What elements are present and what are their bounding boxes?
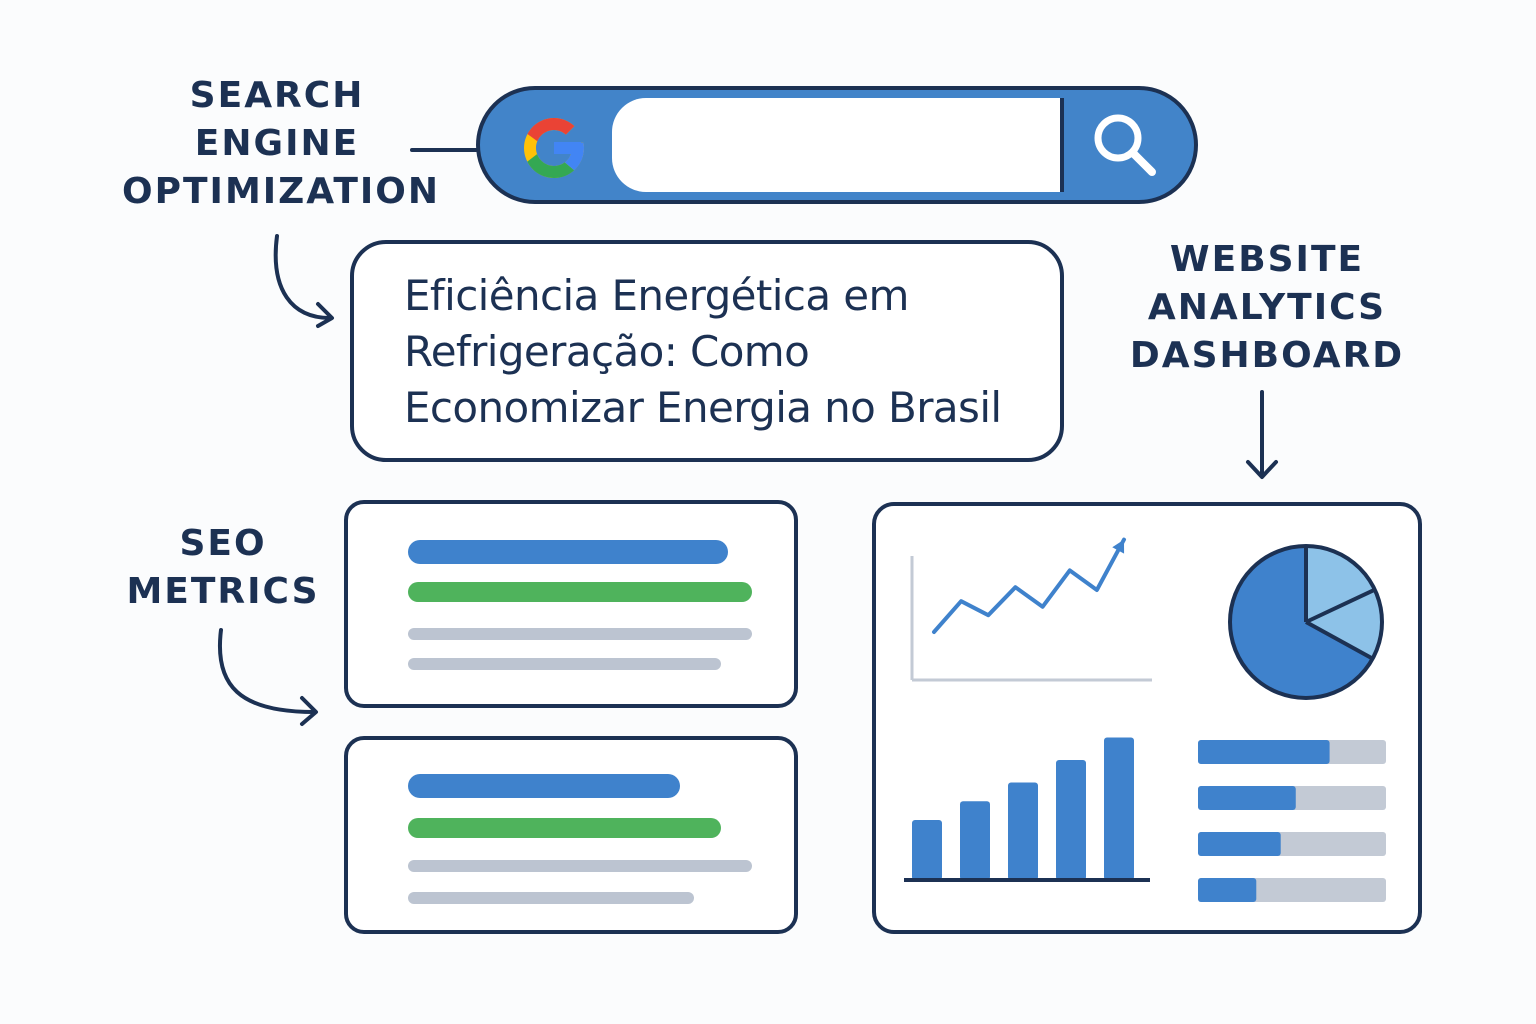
search-input[interactable]: [612, 98, 1064, 192]
result-snippet-bar: [408, 658, 721, 670]
metrics-label-line: SEO: [179, 523, 267, 564]
analytics-label: WEBSITE ANALYTICS DASHBOARD: [1128, 236, 1406, 380]
analytics-dashboard: [872, 502, 1422, 934]
pie-slice: [1230, 546, 1373, 698]
seo-curved-arrow-head: [316, 302, 334, 328]
article-title: Eficiência Energética em Refrigeração: C…: [404, 268, 1060, 436]
magnifier-icon: [1094, 114, 1156, 176]
bar-chart-bar: [1056, 760, 1086, 880]
metrics-label: SEO METRICS: [118, 520, 328, 616]
analytics-label-line: WEBSITE: [1169, 239, 1365, 280]
pie-divider: [1305, 620, 1374, 661]
line-chart-series: [932, 537, 1126, 634]
article-title-card[interactable]: Eficiência Energética em Refrigeração: C…: [350, 240, 1064, 462]
search-result-card[interactable]: [344, 500, 798, 708]
dashboard-charts: [904, 537, 1386, 902]
article-title-line: Eficiência Energética em: [404, 271, 909, 320]
bar-chart-bar: [1104, 737, 1134, 880]
metrics-curved-arrow-head: [300, 696, 318, 726]
metrics-curved-arrow: [217, 628, 316, 714]
result-title-bar: [408, 540, 728, 564]
result-snippet-bar: [408, 628, 752, 640]
search-bar: [476, 86, 1198, 204]
google-g-icon: [524, 118, 584, 178]
progress-fill: [1198, 878, 1257, 902]
analytics-label-line: DASHBOARD: [1129, 335, 1405, 376]
seo-label-line: ENGINE: [194, 123, 360, 164]
pie-slice: [1306, 589, 1382, 659]
progress-fill: [1198, 740, 1330, 764]
bar-chart-bar: [1008, 782, 1038, 880]
progress-fill: [1198, 786, 1296, 810]
result-snippet-bar: [408, 892, 694, 904]
search-button[interactable]: [1064, 90, 1194, 200]
seo-label-line: OPTIMIZATION: [122, 171, 441, 212]
metrics-label-line: METRICS: [126, 571, 320, 612]
seo-label-line: SEARCH: [189, 75, 365, 116]
seo-label: SEARCH ENGINE OPTIMIZATION: [122, 72, 441, 216]
pie-slice: [1306, 546, 1375, 622]
search-result-card[interactable]: [344, 736, 798, 934]
article-title-line: Economizar Energia no Brasil: [404, 383, 1002, 432]
pie-divider: [1305, 587, 1376, 624]
bar-chart-bar: [960, 801, 990, 880]
result-url-bar: [408, 818, 721, 838]
progress-fill: [1198, 832, 1281, 856]
result-snippet-bar: [408, 860, 752, 872]
analytics-label-line: ANALYTICS: [1147, 287, 1387, 328]
result-url-bar: [408, 582, 752, 602]
result-title-bar: [408, 774, 680, 798]
line-chart-arrowhead: [1112, 539, 1125, 554]
article-title-line: Refrigeração: Como: [404, 327, 810, 376]
seo-curved-arrow: [273, 234, 332, 320]
analytics-down-arrow-head: [1246, 460, 1278, 479]
bar-chart-bar: [912, 820, 942, 880]
